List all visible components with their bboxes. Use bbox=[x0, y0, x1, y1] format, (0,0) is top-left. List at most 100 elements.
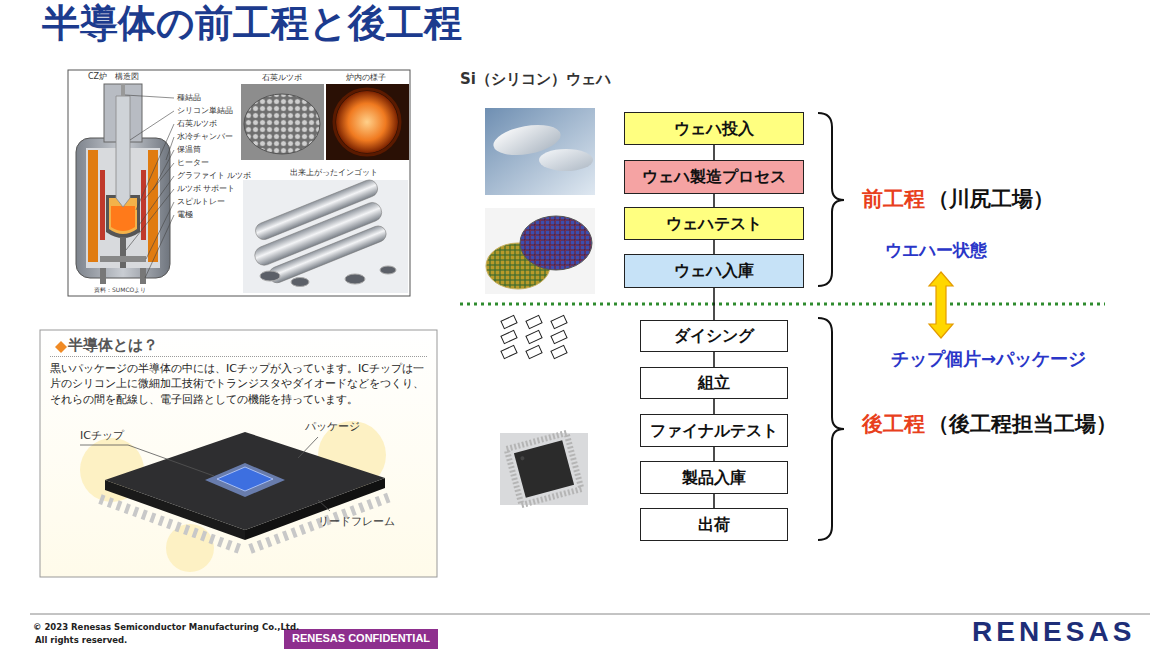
process-box: ウェハ製造プロセス bbox=[624, 160, 804, 194]
flow-connector bbox=[713, 240, 715, 254]
patterned-wafer-photo bbox=[485, 208, 595, 294]
part-name: 保温筒 bbox=[177, 145, 201, 154]
ic-package-illustration bbox=[100, 432, 390, 549]
package-leads bbox=[507, 433, 582, 505]
insulation bbox=[88, 150, 98, 262]
part-name: シリコン単結晶 bbox=[177, 106, 233, 115]
factory-name: （川尻工場） bbox=[928, 187, 1054, 212]
photo-ground bbox=[485, 108, 595, 195]
leader-line bbox=[126, 189, 174, 250]
process-box: 組立 bbox=[640, 367, 788, 399]
leader-line bbox=[153, 150, 174, 190]
source-note: 資料：SUMCOより bbox=[94, 286, 146, 293]
part-name: グラファイト ルツボ bbox=[177, 171, 251, 180]
box-label: ウェハ入庫 bbox=[674, 261, 754, 280]
photo-ground bbox=[500, 433, 588, 505]
process-box: ウェハ投入 bbox=[624, 112, 804, 145]
part-name: ルツボ サポート bbox=[177, 184, 235, 193]
photo-ground bbox=[241, 84, 324, 160]
chip-piece bbox=[501, 330, 517, 343]
process-box: 製品入庫 bbox=[640, 461, 788, 494]
leader-line bbox=[145, 215, 174, 278]
lead-frame bbox=[100, 499, 240, 549]
photo-panel-frame bbox=[68, 70, 410, 296]
furnace-interior-photo bbox=[326, 84, 409, 160]
leader-line bbox=[146, 202, 174, 259]
double-arrow bbox=[929, 272, 953, 338]
process-box: ウェハテスト bbox=[624, 207, 804, 240]
heater bbox=[100, 170, 105, 240]
part-name: 種結晶 bbox=[177, 93, 201, 102]
part-name: パッケージ bbox=[305, 420, 360, 433]
leader-line bbox=[298, 437, 318, 458]
chip-glow bbox=[205, 463, 285, 497]
pin1-mark bbox=[520, 456, 525, 461]
decor-circle bbox=[166, 524, 214, 572]
leader-line bbox=[130, 111, 174, 140]
part-name: リードフレーム bbox=[318, 515, 395, 528]
chip-piece bbox=[501, 315, 517, 328]
part-name: 石英ルツボ bbox=[177, 119, 217, 128]
photo-caption: 炉内の様子 bbox=[346, 73, 386, 82]
confidential-tag: RENESAS CONFIDENTIAL bbox=[284, 629, 438, 649]
qfp-package bbox=[507, 433, 582, 505]
slide-title: 半導体の前工程と後工程 bbox=[42, 0, 462, 48]
flow-connector bbox=[713, 145, 715, 160]
chip-piece bbox=[551, 345, 567, 358]
panel-body: 黒いパッケージの半導体の中には、ICチップが入っています。ICチップは一片のシリ… bbox=[50, 361, 431, 409]
wafer bbox=[539, 149, 593, 171]
leader-line bbox=[80, 445, 214, 476]
chip-piece bbox=[526, 315, 542, 328]
stage-name: 後工程 bbox=[862, 412, 925, 437]
electrode bbox=[100, 268, 106, 284]
state-label: ウエハー状態 bbox=[885, 240, 987, 260]
panel-heading: 半導体とは？ bbox=[50, 336, 427, 357]
heading-diamond bbox=[55, 341, 67, 353]
info-panel: 半導体とは？ 黒いパッケージの半導体の中には、ICチップが入っています。ICチップ… bbox=[40, 330, 437, 577]
process-box: 出荷 bbox=[640, 508, 788, 541]
leader-line bbox=[136, 124, 174, 210]
process-box: ダイシング bbox=[640, 320, 788, 352]
photo-caption: 出来上がったインゴット bbox=[290, 168, 378, 177]
wafer-photo bbox=[485, 108, 595, 195]
flow-connector bbox=[713, 399, 715, 414]
divider-line bbox=[460, 303, 1105, 306]
brace bbox=[818, 318, 844, 540]
wafer-disc bbox=[260, 271, 280, 281]
leader-lines bbox=[125, 95, 174, 278]
box-label: 出荷 bbox=[698, 515, 730, 534]
glowing-melt bbox=[336, 91, 398, 153]
chip-piece bbox=[526, 345, 542, 358]
box-label: ウェハ製造プロセス bbox=[642, 167, 786, 186]
section-label: Si（シリコン）ウェハ bbox=[460, 70, 611, 88]
factory-name: （後工程担当工場） bbox=[928, 412, 1117, 437]
box-label: ダイシング bbox=[674, 326, 754, 345]
photo-caption: 石英ルツボ bbox=[262, 73, 302, 82]
crucible-photo bbox=[241, 84, 324, 160]
chip-piece bbox=[551, 315, 567, 328]
box-label: ウェハテスト bbox=[666, 214, 762, 233]
ingots bbox=[244, 178, 397, 288]
leader-line bbox=[166, 137, 174, 160]
stage-name: 前工程 bbox=[862, 187, 925, 212]
ingot bbox=[267, 224, 389, 286]
part-name: 電極 bbox=[177, 210, 193, 219]
copyright: All rights reserved. bbox=[35, 635, 127, 645]
chip-piece bbox=[551, 330, 567, 343]
leader-line bbox=[139, 176, 174, 225]
box-label: 組立 bbox=[698, 373, 730, 392]
electrode bbox=[140, 268, 146, 284]
spill-tray bbox=[100, 256, 146, 262]
patterned-wafer bbox=[520, 216, 592, 270]
package-body bbox=[514, 440, 574, 497]
part-name: ICチップ bbox=[80, 429, 124, 442]
company-logo: RENESAS bbox=[972, 615, 1135, 649]
photo-ground bbox=[326, 84, 409, 160]
part-name: スピルトレー bbox=[177, 197, 225, 206]
process-box: ファイナルテスト bbox=[640, 414, 788, 447]
seed-crystal bbox=[121, 84, 125, 96]
wafer-disc bbox=[291, 278, 309, 287]
